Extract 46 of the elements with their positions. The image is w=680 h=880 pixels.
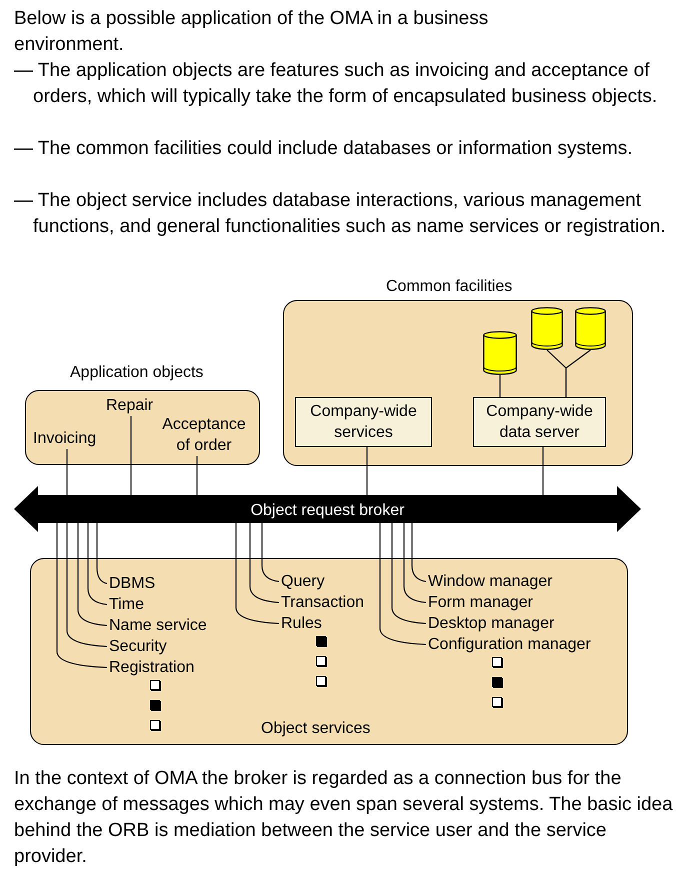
caption-text: In the context of OMA the broker is regarded as a connection bus for the exchange of messages which may even span several systems. The basic idea behind the ORB is mediation between the service user and the service provider. xyxy=(14,767,674,869)
bullet-text: — The common facilities could include databases or information systems. xyxy=(14,137,634,161)
service-box: Company-wide data server xyxy=(473,397,606,447)
item-label: Transaction xyxy=(281,593,364,613)
bus-label: Object request broker xyxy=(250,502,404,519)
item-label: Configuration manager xyxy=(428,635,591,655)
bullet-text: — The application objects are features such as invoicing and acceptance of orders, which will typically take the form of encapsulated business objects. xyxy=(14,59,658,109)
connector-line xyxy=(499,375,501,397)
connector-line xyxy=(379,523,426,646)
connector-line xyxy=(249,523,280,604)
service-box: Company-wide services xyxy=(295,397,432,447)
connector-line xyxy=(96,523,108,584)
item-label: Form manager xyxy=(428,593,533,613)
item-label: Rules xyxy=(281,614,322,634)
item-label: Security xyxy=(109,637,167,657)
group-heading: Object services xyxy=(261,720,370,738)
connector-line xyxy=(87,523,108,606)
item-label: Desktop manager xyxy=(428,614,554,634)
connector-line xyxy=(66,449,68,495)
connector-line xyxy=(565,350,591,397)
item-label: Repair xyxy=(106,396,154,416)
intro-paragraph: Below is a possible application of the OMA in a business environment. xyxy=(14,7,490,57)
item-label: Invoicing xyxy=(33,429,96,449)
group-panel xyxy=(30,558,628,745)
connector-line xyxy=(391,523,426,624)
connector-line xyxy=(261,523,280,582)
bullet-text: — The object service includes database interactions, various management functions, and general functionalities such as name services or registration. xyxy=(14,189,667,239)
item-label: DBMS xyxy=(109,574,156,594)
item-label: Window manager xyxy=(428,572,552,592)
connector-line xyxy=(66,523,108,648)
item-label: Acceptance of order xyxy=(161,415,247,456)
item-label: Registration xyxy=(109,658,194,678)
item-label: Time xyxy=(109,595,144,615)
connector-line xyxy=(235,523,280,624)
item-label: Query xyxy=(281,572,325,592)
connector-line xyxy=(196,456,198,495)
connector-line xyxy=(411,523,426,582)
group-heading: Application objects xyxy=(70,364,204,382)
connector-line xyxy=(366,447,368,495)
connector-line xyxy=(130,416,132,495)
connector-line xyxy=(403,523,426,604)
connector-line xyxy=(77,523,108,626)
group-heading: Common facilities xyxy=(386,278,512,296)
connector-line xyxy=(542,447,544,495)
item-label: Name service xyxy=(109,616,207,636)
connector-line xyxy=(56,523,108,668)
